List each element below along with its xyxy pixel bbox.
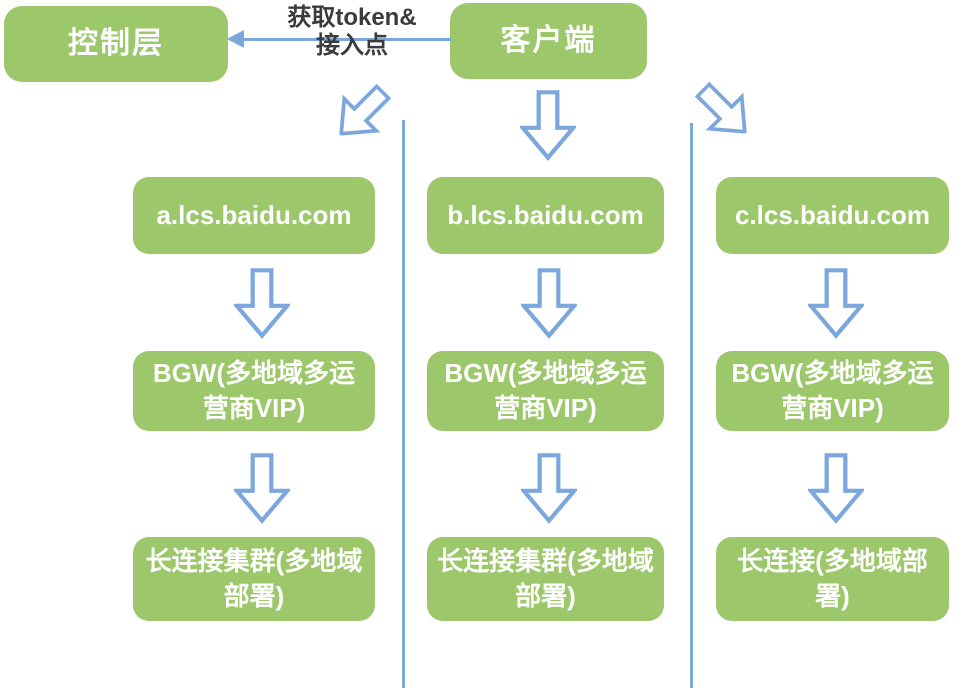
down-arrow-col1-row1-icon xyxy=(234,267,290,339)
diagonal-arrow-down-left-icon xyxy=(320,71,403,154)
down-arrow-col1-row2-icon xyxy=(234,452,290,524)
left-arrowhead-icon xyxy=(227,30,244,48)
client-to-control-connector-line xyxy=(243,38,451,41)
node-control-layer: 控制层 xyxy=(4,6,228,82)
node-cluster-c: 长连接(多地域部署) xyxy=(716,537,949,621)
down-arrow-col3-row2-icon xyxy=(808,452,864,524)
node-dns-b: b.lcs.baidu.com xyxy=(427,177,664,254)
edge-label-get-token: 获取token& 接入点 xyxy=(247,4,457,60)
down-arrow-col3-row1-icon xyxy=(808,267,864,339)
node-bgw-b: BGW(多地域多运营商VIP) xyxy=(427,351,664,431)
node-client: 客户端 xyxy=(450,3,647,79)
node-bgw-a: BGW(多地域多运营商VIP) xyxy=(133,351,375,431)
node-cluster-a: 长连接集群(多地域部署) xyxy=(133,537,375,621)
separator-line-right xyxy=(690,123,693,688)
node-bgw-c: BGW(多地域多运营商VIP) xyxy=(716,351,949,431)
diagonal-arrow-down-right-icon xyxy=(682,69,765,152)
node-cluster-b: 长连接集群(多地域部署) xyxy=(427,537,664,621)
separator-line-left xyxy=(402,120,405,688)
node-dns-a: a.lcs.baidu.com xyxy=(133,177,375,254)
down-arrow-col2-row2-icon xyxy=(521,452,577,524)
node-dns-c: c.lcs.baidu.com xyxy=(716,177,949,254)
down-arrow-client-icon xyxy=(520,88,576,162)
edge-label-line2: 接入点 xyxy=(316,32,388,59)
edge-label-line1: 获取token& xyxy=(287,4,417,31)
down-arrow-col2-row1-icon xyxy=(521,267,577,339)
